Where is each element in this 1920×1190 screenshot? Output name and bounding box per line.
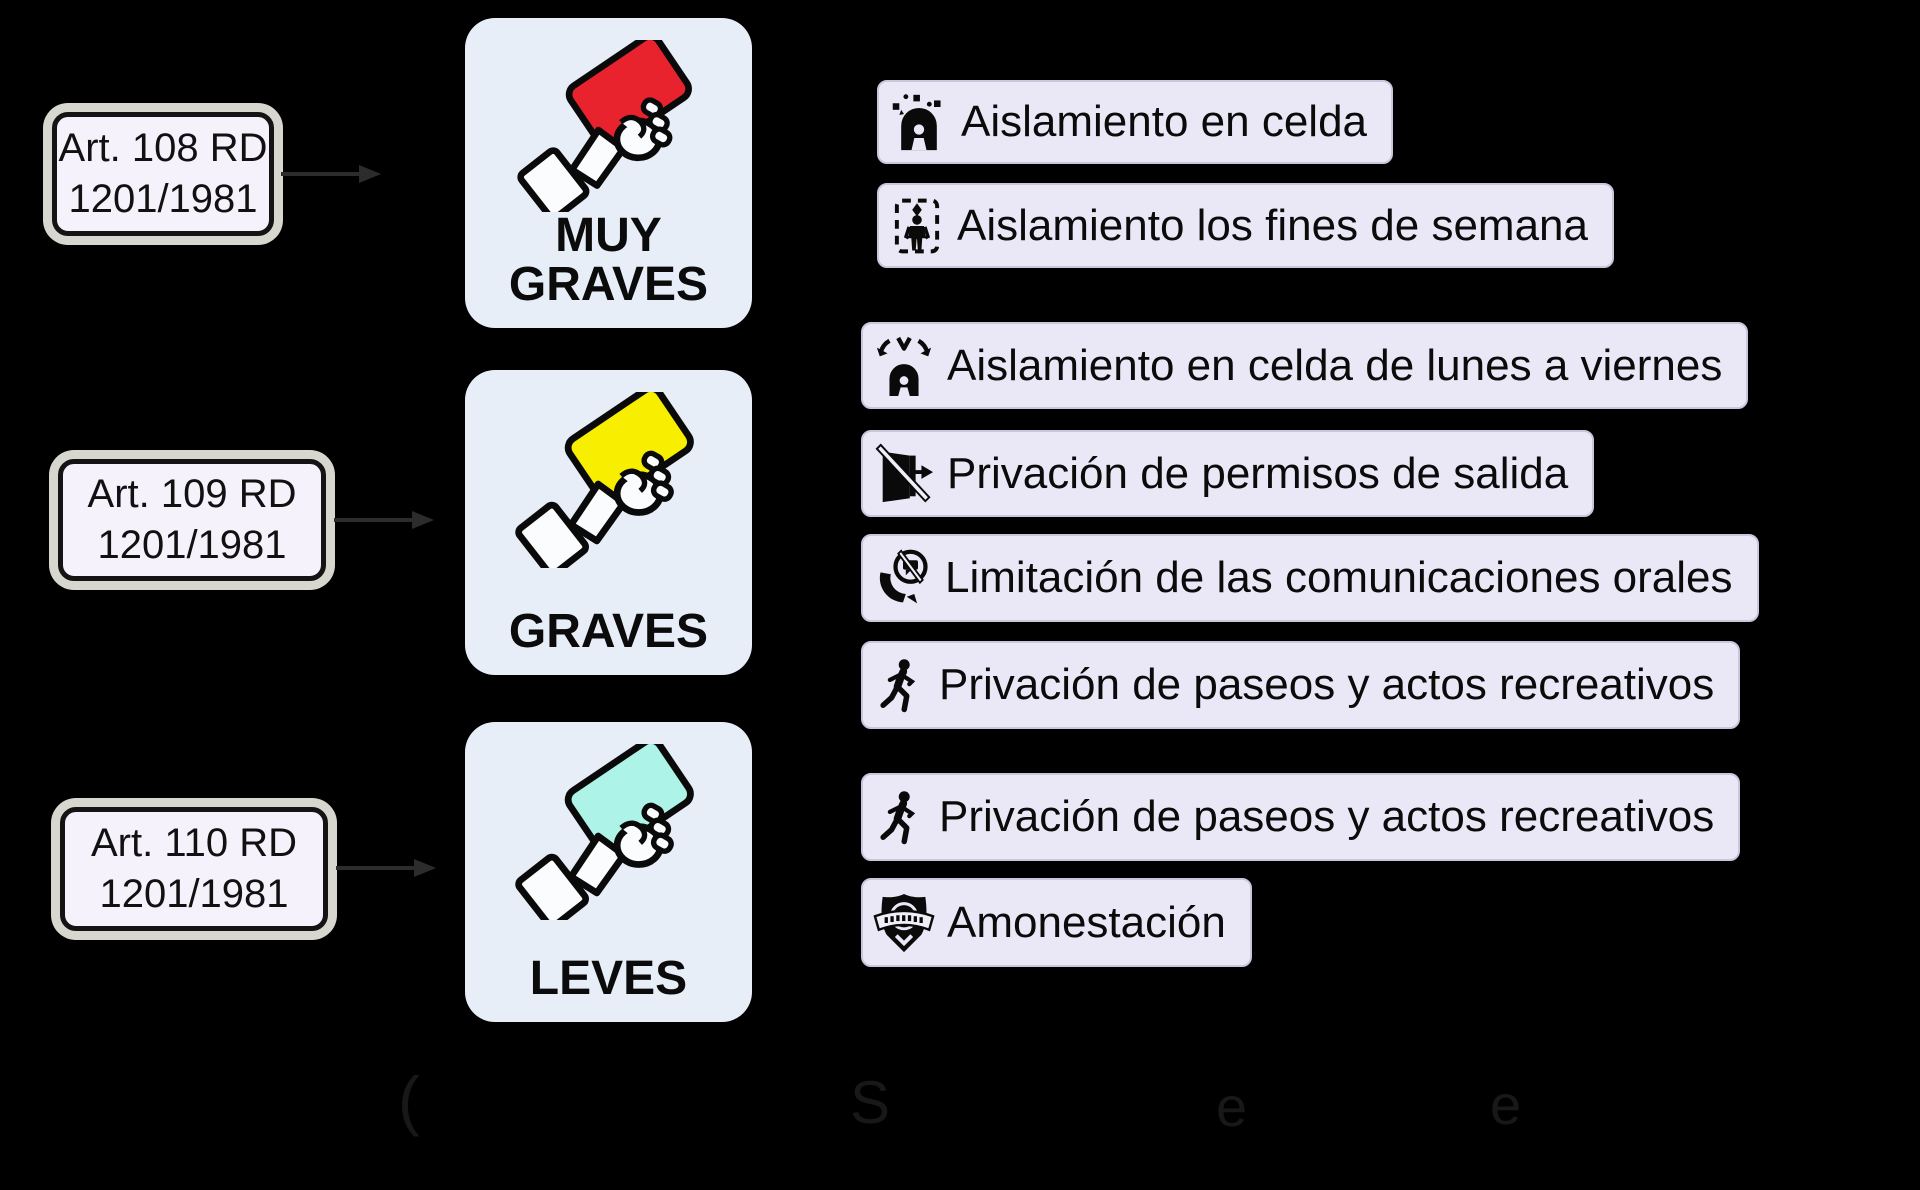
hand-yellow-card-icon: [514, 392, 694, 568]
no-exit-permit-icon: [873, 443, 935, 505]
article-box-109: Art. 109 RD 1201/1981: [58, 459, 326, 581]
sanction-label: Aislamiento los fines de semana: [957, 200, 1588, 250]
isolation-cell-icon: [889, 90, 949, 154]
hand-cyan-card-icon: [514, 744, 694, 920]
connector-arrow-icon: [281, 165, 381, 183]
article-line1: Art. 110 RD: [91, 820, 297, 865]
sanction-row-privacion-paseos-leves: Privación de paseos y actos recreativos: [861, 773, 1741, 861]
no-recreation-icon: [873, 653, 927, 717]
sanction-row-aislamiento-fines-de-semana: Aislamiento los fines de semana: [877, 183, 1614, 268]
article-line2: 1201/1981: [99, 872, 289, 916]
category-label: MUY GRAVES: [508, 209, 709, 312]
sanction-row-aislamiento-celda: Aislamiento en celda: [877, 80, 1394, 164]
stray-mark: (: [398, 1063, 420, 1137]
admonition-badge-icon: [873, 890, 935, 956]
weekday-cell-isolation-icon: [873, 333, 935, 399]
sanction-row-privacion-paseos: Privación de paseos y actos recreativos: [861, 641, 1741, 729]
weekend-isolation-icon: [889, 194, 945, 258]
category-box-leves: LEVES: [465, 722, 752, 1022]
stray-mark: e: [1490, 1073, 1522, 1136]
category-box-graves: GRAVES: [465, 370, 752, 675]
category-box-muy-graves: MUY GRAVES: [465, 18, 752, 328]
article-line1: Art. 109 RD: [87, 471, 297, 516]
sanction-label: Aislamiento en celda de lunes a viernes: [947, 340, 1723, 390]
sanction-row-aislamiento-lunes-a-viernes: Aislamiento en celda de lunes a viernes: [861, 322, 1749, 409]
sanction-row-amonestacion: Amonestación: [861, 878, 1252, 967]
sanction-label: Limitación de las comunicaciones orales: [945, 553, 1733, 602]
connector-arrow-icon: [336, 859, 436, 877]
sanction-row-limitacion-comunicaciones: Limitación de las comunicaciones orales: [861, 534, 1759, 622]
sanction-label: Aislamiento en celda: [961, 97, 1368, 146]
sanction-label: Privación de paseos y actos recreativos: [939, 792, 1715, 841]
hand-red-card-icon: [516, 40, 692, 213]
article-line1: Art. 108 RD: [58, 125, 268, 170]
sanction-label: Privación de paseos y actos recreativos: [939, 660, 1715, 709]
article-line2: 1201/1981: [97, 523, 287, 567]
sanction-label: Privación de permisos de salida: [947, 448, 1569, 498]
category-label: LEVES: [529, 952, 688, 1006]
stray-mark: S: [850, 1069, 891, 1136]
limited-communications-icon: [873, 547, 933, 609]
sanction-label: Amonestación: [947, 897, 1226, 947]
sanction-row-privacion-permisos-salida: Privación de permisos de salida: [861, 430, 1595, 517]
article-line2: 1201/1981: [68, 177, 258, 221]
no-recreation-icon: [873, 785, 927, 849]
category-label: GRAVES: [508, 605, 709, 659]
article-box-110: Art. 110 RD 1201/1981: [60, 807, 328, 931]
article-box-108: Art. 108 RD 1201/1981: [52, 112, 274, 236]
stray-mark: e: [1216, 1075, 1248, 1138]
connector-arrow-icon: [334, 511, 434, 529]
